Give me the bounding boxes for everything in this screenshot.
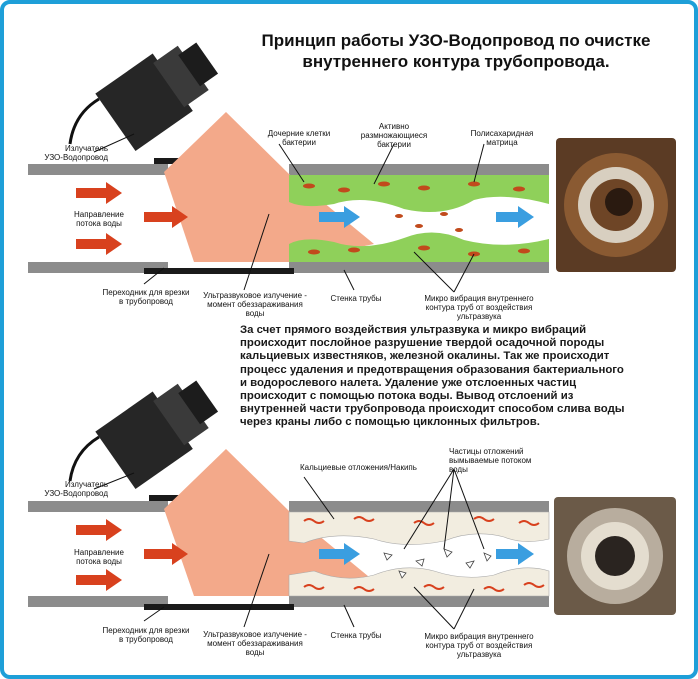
top-label-emitter: Излучатель УЗО-Водопровод (44, 144, 108, 162)
page-title: Принцип работы УЗО-Водопровод по очистке… (236, 30, 676, 72)
title-line-1: Принцип работы УЗО-Водопровод по очистке (261, 31, 651, 50)
bottom-deposit-marks (303, 516, 545, 592)
bottom-flow-arrows-red (76, 519, 188, 591)
top-ultrasound-beam (164, 112, 374, 262)
top-diagram (28, 42, 676, 293)
bottom-label-micro-vibration: Микро вибрация внутреннего контура труб … (424, 632, 534, 659)
top-flow-arrows-red (76, 182, 188, 255)
bottom-scale-upper (288, 511, 550, 545)
top-emitter-device (95, 42, 219, 152)
bottom-emitter-device (95, 380, 219, 490)
top-emitter-cable (68, 97, 100, 145)
top-label-matrix: Полисахаридная матрица (470, 129, 534, 147)
bottom-flow-arrows-blue (319, 543, 534, 565)
top-adapter-plate-lower (144, 268, 294, 274)
bottom-pipe-wall-upper-right (289, 501, 549, 512)
top-label-adapter: Переходник для врезки в трубопровод (102, 288, 190, 306)
bottom-pipe-wall-upper-left (28, 501, 168, 512)
description-paragraph: За счет прямого воздействия ультразвука … (240, 324, 625, 429)
top-pipe-wall-upper-right (289, 164, 549, 175)
top-label-flow: Направление потока воды (74, 210, 124, 228)
bottom-pipe-wall-lower-left (28, 596, 168, 607)
top-label-active-bacteria: Активно размножающиеся бактерии (360, 122, 428, 149)
top-pipe-wall-lower-right (289, 262, 549, 273)
bottom-label-adapter: Переходник для врезки в трубопровод (102, 626, 190, 644)
bottom-label-ultrasound: Ультразвуковое излучение - момент обезза… (203, 630, 307, 657)
bottom-label-flow: Направление потока воды (74, 548, 124, 566)
bottom-label-emitter: Излучатель УЗО-Водопровод (44, 480, 108, 498)
top-flow-arrows-blue (319, 206, 534, 228)
title-line-2: внутреннего контура трубопровода. (302, 52, 610, 71)
top-bacteria-dots (303, 181, 530, 257)
bottom-adapter-plate-upper (149, 495, 201, 501)
top-pipe-wall-lower-left (28, 262, 168, 273)
bottom-emitter-cable (68, 435, 100, 482)
bottom-particles (383, 548, 492, 579)
top-label-wall: Стенка трубы (330, 294, 382, 303)
bottom-label-particles: Частицы отложений вымываемые потоком вод… (449, 447, 532, 474)
bottom-label-wall: Стенка трубы (330, 631, 382, 640)
bottom-diagram (28, 380, 676, 630)
bottom-ultrasound-beam (164, 449, 374, 596)
top-label-ultrasound: Ультразвуковое излучение - момент обезза… (203, 291, 307, 318)
top-biofilm-upper (289, 175, 549, 212)
bottom-adapter-plate-lower (144, 604, 294, 610)
top-label-daughter-cells: Дочерние клетки бактерии (267, 129, 331, 147)
bottom-label-calcium: Кальциевые отложения/Накипь (300, 463, 417, 472)
top-label-micro-vibration: Микро вибрация внутреннего контура труб … (424, 294, 534, 321)
top-pipe-wall-upper-left (28, 164, 168, 175)
bottom-pipe-wall-lower-right (289, 596, 549, 607)
